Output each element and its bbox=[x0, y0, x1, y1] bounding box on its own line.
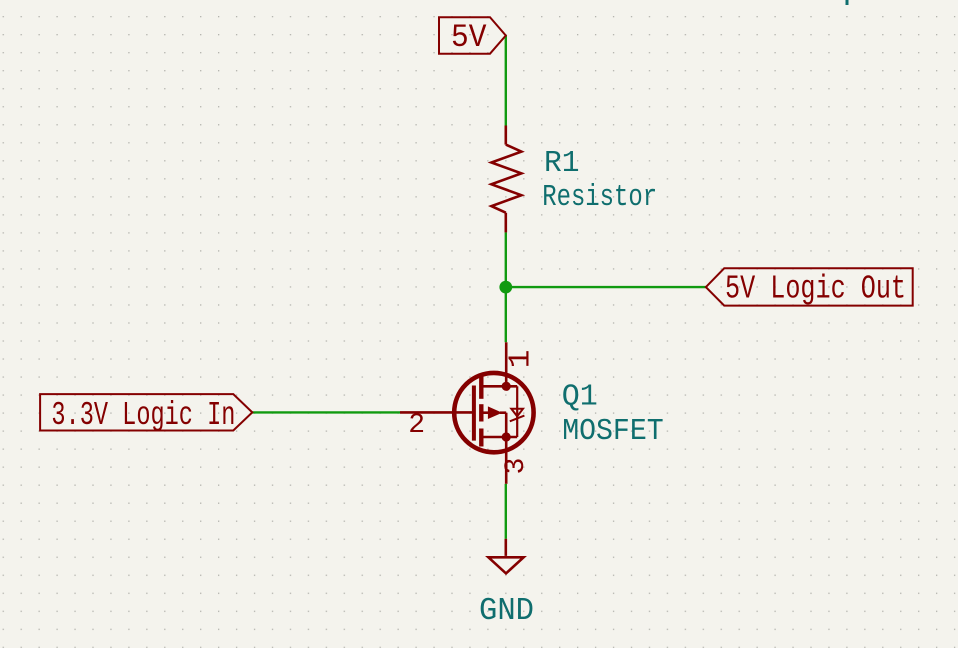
svg-text:3.3V Logic In: 3.3V Logic In bbox=[51, 397, 235, 435]
svg-text:5V: 5V bbox=[451, 19, 487, 56]
svg-text:Resistor: Resistor bbox=[542, 181, 657, 215]
svg-text:3: 3 bbox=[501, 458, 532, 475]
svg-text:MOSFET: MOSFET bbox=[562, 415, 664, 449]
svg-text:1: 1 bbox=[504, 350, 539, 369]
svg-text:2: 2 bbox=[408, 410, 425, 441]
svg-text:5V Logic Out: 5V Logic Out bbox=[725, 270, 906, 308]
svg-text:GND: GND bbox=[479, 594, 534, 629]
svg-text:R1: R1 bbox=[544, 147, 580, 181]
svg-text:Q1: Q1 bbox=[562, 380, 598, 414]
